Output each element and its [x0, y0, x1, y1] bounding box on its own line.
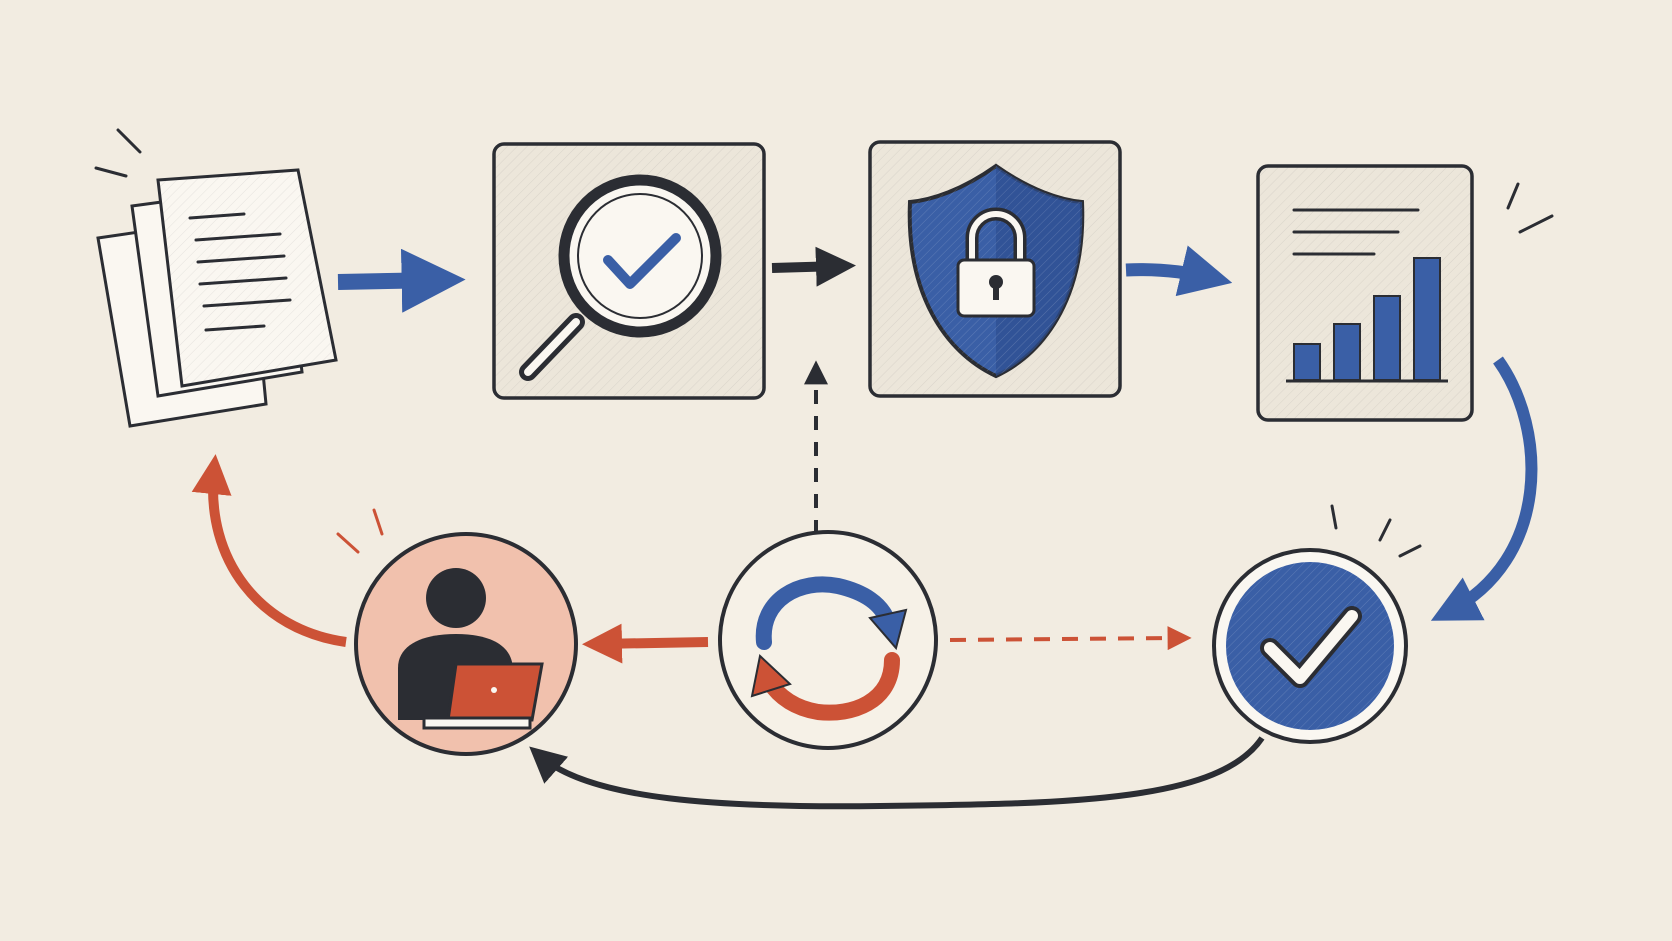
- node-report: [1256, 164, 1554, 422]
- emphasis-marks: [336, 508, 384, 554]
- edge-report-to-approved: [1430, 356, 1538, 621]
- user-laptop-icon: [398, 568, 544, 730]
- edge-documents-to-review: [337, 248, 466, 313]
- edge-security-to-report: [1125, 245, 1233, 297]
- emphasis-marks: [1330, 504, 1422, 558]
- node-approved: [1212, 504, 1422, 744]
- edge-user-to-documents: [191, 454, 347, 647]
- edge-sync-to-approved-dashed: [949, 626, 1192, 651]
- node-sync: [718, 530, 938, 750]
- emphasis-marks: [94, 128, 142, 178]
- node-security: [868, 140, 1122, 398]
- node-documents: [94, 128, 338, 428]
- shield-lock-icon: [907, 163, 1085, 379]
- edge-sync-to-user: [582, 623, 709, 664]
- report-bar-chart-icon: [1286, 208, 1448, 383]
- magnifier-check-icon: [519, 174, 722, 381]
- edge-review-to-security: [771, 246, 856, 287]
- edge-approved-to-user: [529, 736, 1265, 810]
- documents-icon: [96, 168, 338, 428]
- node-review: [492, 142, 766, 400]
- check-circle-icon: [1226, 562, 1394, 730]
- emphasis-marks: [1506, 182, 1554, 234]
- node-user: [336, 508, 578, 756]
- refresh-cycle-icon: [750, 576, 908, 721]
